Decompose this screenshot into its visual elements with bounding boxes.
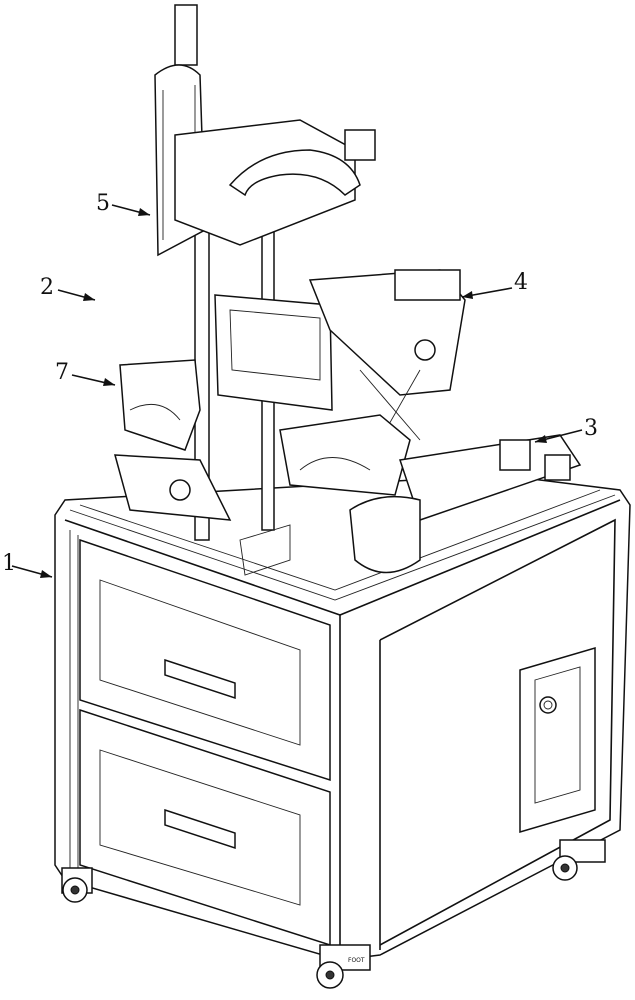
lower-cable-chain (349, 495, 421, 574)
gripper-module (279, 414, 411, 496)
caster-marking: FOOT (348, 957, 365, 964)
leader-arrows (11, 204, 583, 578)
label-4: 4 (514, 270, 528, 295)
side-door-panel (519, 646, 596, 834)
label-2: 2 (40, 275, 54, 300)
label-5: 5 (96, 191, 110, 216)
caster-front-right: FOOT (316, 944, 371, 989)
label-1: 1 (2, 551, 16, 576)
lock-icon (539, 696, 557, 714)
casters: FOOT (61, 839, 606, 989)
caster-front-left (61, 867, 93, 903)
caster-back-right (552, 839, 606, 881)
top-motor (174, 4, 198, 66)
upper-mechanism (114, 4, 582, 576)
module-7 (119, 359, 201, 451)
label-3: 3 (584, 416, 598, 441)
upper-drawer-handle (164, 658, 236, 700)
label-7: 7 (55, 360, 69, 385)
lower-drawer-handle (164, 808, 236, 850)
cabinet (54, 474, 631, 961)
touch-screen (214, 294, 333, 411)
upper-drawer (79, 538, 331, 782)
